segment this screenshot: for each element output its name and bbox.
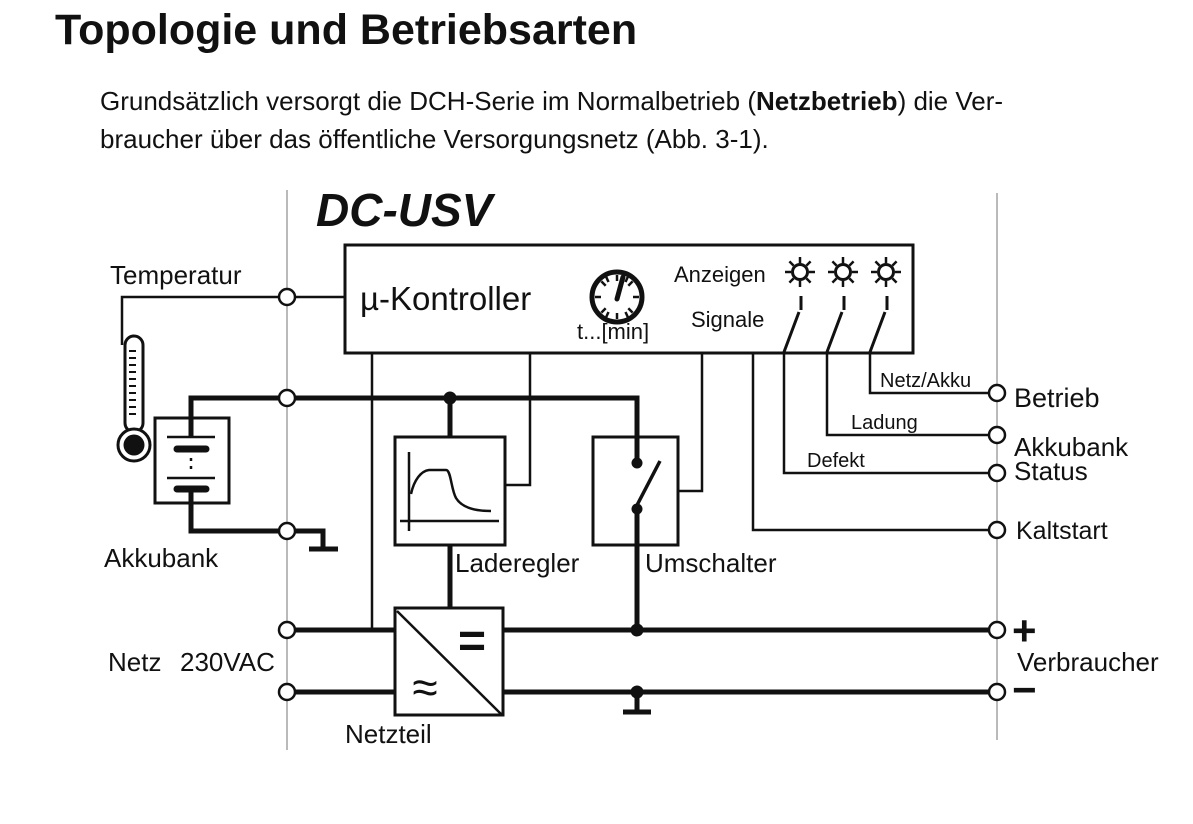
terminal-circle — [987, 520, 1007, 540]
wire-battery-minus — [188, 489, 326, 547]
paragraph-text: Grundsätzlich versorgt die DCH-Serie im … — [100, 86, 756, 116]
thermometer-icon — [116, 334, 152, 463]
wire-temperature-sensor — [120, 295, 345, 345]
terminal-circle — [987, 620, 1007, 640]
ladung-signal-label: Ladung — [851, 412, 918, 434]
terminal-circle — [277, 388, 297, 408]
terminal-circle — [277, 682, 297, 702]
verbraucher-label: Verbraucher — [1017, 647, 1159, 677]
junction-dot — [630, 685, 644, 699]
battery-symbol — [167, 435, 215, 493]
wire-ladung — [825, 353, 990, 437]
akkubank-terminal-label: Akkubank — [1014, 432, 1129, 462]
plus-terminal-label: + — [1012, 607, 1037, 654]
switch-contact-icon — [631, 457, 662, 515]
ac-dc-converter-icon — [396, 610, 502, 715]
terminal-circle — [987, 425, 1007, 445]
psu-box: = ≈ — [393, 606, 505, 717]
charge-curve-icon — [400, 452, 499, 531]
betrieb-terminal-label: Betrieb — [1014, 383, 1100, 413]
mains-voltage-label: 230VAC — [180, 647, 275, 677]
indicator-lamp-icon — [871, 257, 901, 287]
charger-box — [393, 435, 507, 547]
wire-defekt — [782, 353, 990, 475]
wire-netz-akku — [868, 353, 990, 395]
paragraph-text: ) die Ver- — [897, 86, 1004, 116]
page-title: Topologie und Betriebsarten — [55, 6, 638, 54]
signal-switch-icon — [782, 296, 803, 353]
indicator-lamp-icon — [828, 257, 858, 287]
paragraph-text: braucher über das öffentliche Versorgung… — [100, 124, 769, 154]
intro-paragraph: Grundsätzlich versorgt die DCH-Serie im … — [100, 82, 1120, 158]
signal-switch-icon — [868, 296, 889, 353]
timer-range-label: t...[min] — [577, 319, 649, 344]
timer-clock-icon — [589, 269, 645, 325]
terminal-circle — [987, 682, 1007, 702]
terminal-circle — [277, 521, 297, 541]
wire-battery-plus-bus — [188, 395, 640, 463]
system-label: DC-USV — [316, 184, 496, 236]
terminal-circle — [277, 287, 297, 307]
defekt-signal-label: Defekt — [807, 450, 865, 472]
terminal-circle — [987, 383, 1007, 403]
netz-akku-signal-label: Netz/Akku — [880, 370, 971, 392]
wire-kaltstart — [751, 353, 990, 532]
terminal-circle — [987, 463, 1007, 483]
signals-label: Signale — [691, 307, 764, 332]
psu-dc-symbol: = — [458, 615, 486, 668]
indicators-label: Anzeigen — [674, 262, 766, 287]
transfer-switch-label: Umschalter — [645, 548, 777, 578]
junction-dot — [630, 623, 644, 637]
battery-label: Akkubank — [104, 543, 219, 573]
charger-label: Laderegler — [455, 548, 580, 578]
kaltstart-terminal-label: Kaltstart — [1016, 517, 1108, 545]
terminal-circles — [277, 287, 1007, 702]
junction-dot — [443, 391, 457, 405]
mains-label: Netz — [108, 647, 161, 677]
psu-label: Netzteil — [345, 719, 432, 749]
paragraph-bold-term: Netzbetrieb — [755, 86, 898, 116]
signal-switch-icon — [825, 296, 846, 353]
wire-controller-switch — [678, 353, 704, 493]
psu-ac-symbol: ≈ — [412, 661, 437, 713]
topology-diagram: = ≈ — [104, 184, 1159, 750]
status-terminal-label: Status — [1014, 456, 1088, 486]
temperature-label: Temperatur — [110, 260, 242, 290]
terminal-circle — [277, 620, 297, 640]
wire-controller-charger — [505, 353, 532, 487]
indicator-lamp-icon — [785, 257, 815, 287]
controller-label: µ-Kontroller — [360, 280, 531, 317]
minus-terminal-label: − — [1012, 666, 1037, 713]
